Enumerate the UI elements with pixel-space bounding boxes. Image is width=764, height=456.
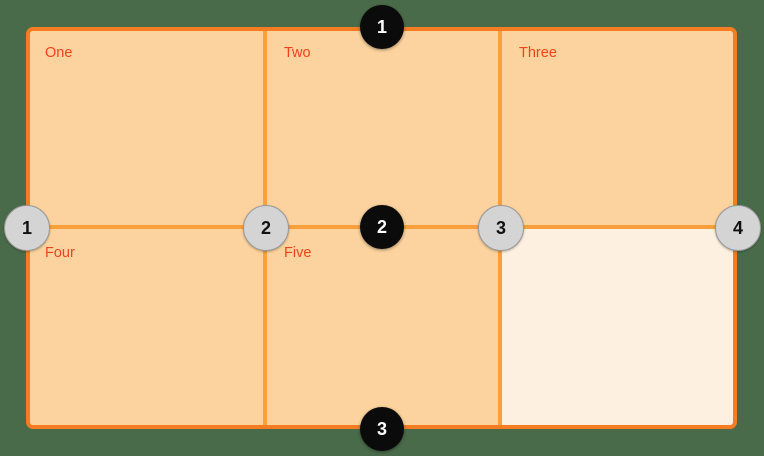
handle-number: 3 (495, 218, 506, 238)
grid-cell-label: Five (284, 245, 312, 261)
handle-number: 1 (21, 218, 32, 238)
column-track-handle-3[interactable]: 3 (478, 205, 524, 251)
handle-number: 4 (732, 218, 743, 238)
column-track-handle-2[interactable]: 2 (243, 205, 289, 251)
grid-cell[interactable]: Three (500, 31, 733, 227)
grid-cell-label: Two (284, 45, 311, 61)
row-active-handle-1[interactable]: 1 (360, 5, 404, 49)
row-active-handle-2[interactable]: 2 (360, 205, 404, 249)
row-active-handle-3[interactable]: 3 (360, 407, 404, 451)
grid-cell-label: One (45, 45, 73, 61)
column-track-handle-4[interactable]: 4 (715, 205, 761, 251)
grid-cell-empty[interactable] (500, 227, 733, 425)
grid-cell-label: Three (519, 45, 557, 61)
handle-number: 2 (260, 218, 271, 238)
column-track-handle-1[interactable]: 1 (4, 205, 50, 251)
grid-cell[interactable]: Two (265, 31, 500, 227)
grid-cell-label: Four (45, 245, 75, 261)
handle-number: 3 (376, 419, 387, 439)
grid-cell[interactable]: One (30, 31, 265, 227)
handle-number: 2 (376, 217, 387, 237)
grid-cell[interactable]: Four (30, 227, 265, 425)
handle-number: 1 (376, 17, 387, 37)
grid-cell[interactable]: Five (265, 227, 500, 425)
